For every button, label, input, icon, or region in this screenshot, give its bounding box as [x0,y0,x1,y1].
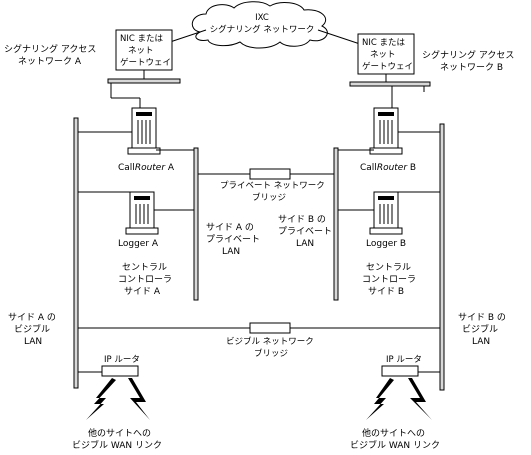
visible-lan-b-line3: LAN [472,337,490,347]
visible-bridge-box [249,322,291,334]
central-a-line3: サイド A [124,286,161,297]
wan-link-left-icon [86,378,150,420]
private-lan-a-line2: プライベート [206,234,260,245]
nic-right-line2: ネット [370,50,396,60]
nic-left-line1: NIC または [120,34,164,44]
private-lan-a-line1: サイド A の [206,222,254,233]
ip-router-right-label: IP ルータ [386,355,422,365]
cloud-line1: IXC [255,13,269,23]
private-lan-a-bar [193,147,199,301]
nic-right-line1: NIC または [362,38,406,48]
wan-link-right-icon [366,378,432,420]
nic-gateway-left: NIC または ネット ゲートウェイ [115,29,173,71]
private-lan-a-line3: LAN [222,247,240,257]
wan-left-line2: ビジブル WAN リンク [72,439,162,451]
wan-left-line1: 他のサイトへの [88,427,151,439]
private-lan-b-line2: プライベート [278,226,332,237]
signal-access-a-line1: シグナリング アクセス [4,43,96,55]
nic-gateway-right: NIC または ネット ゲートウェイ [357,33,415,75]
ip-router-left-label: IP ルータ [104,355,140,365]
nic-left-line2: ネット [128,46,154,56]
private-lan-b-line1: サイド B の [278,214,326,225]
visible-lan-a-line2: ビジブル [14,323,50,335]
logger-b-computer [369,191,403,235]
private-bridge-line2: ブリッジ [252,192,286,203]
logger-a-computer [125,191,159,235]
signal-access-b-line2: ネットワーク B [440,62,503,73]
signal-access-b-line1: シグナリング アクセス [422,49,514,61]
signal-access-a-line2: ネットワーク A [18,56,82,67]
visible-bridge-line2: ブリッジ [254,348,288,359]
visible-lan-a-bar [73,117,79,389]
private-bridge-line1: プライベート ネットワーク [220,181,325,191]
cloud-link-right [317,29,361,45]
callrouter-b-label: CallRouter B [360,163,416,173]
nic-right-line3: ゲートウェイ [362,61,413,72]
callrouter-b-computer [369,107,403,155]
ixc-cloud: IXC シグナリング ネットワーク [191,1,328,49]
logger-b-label: Logger B [366,239,406,249]
central-b-line1: セントラル [366,262,411,273]
private-bridge-box [249,168,291,180]
signal-access-bar-a [107,78,181,84]
visible-lan-a-line1: サイド A の [8,312,56,323]
nic-left-line3: ゲートウェイ [120,57,171,68]
central-a-line2: コントローラ [118,274,172,285]
visible-lan-a-line3: LAN [24,337,42,347]
logger-a-label: Logger A [118,239,159,249]
central-a-line1: セントラル [122,262,167,273]
visible-lan-b-line1: サイド B の [458,312,506,323]
ip-router-right-box [381,365,419,377]
ip-router-left-box [101,365,139,377]
visible-lan-b-bar [439,123,445,391]
private-lan-b-line3: LAN [296,239,314,249]
central-b-line2: コントローラ [362,274,416,285]
wan-right-line1: 他のサイトへの [362,427,425,439]
private-lan-b-bar [333,147,339,301]
visible-lan-b-line2: ビジブル [462,323,498,335]
callrouter-a-label: CallRouter A [118,163,175,173]
visible-bridge-line1: ビジブル ネットワーク [226,336,314,347]
cloud-line2: シグナリング ネットワーク [210,24,315,35]
wan-right-line2: ビジブル WAN リンク [350,439,440,451]
cloud-link-left [169,29,207,43]
signal-access-bar-b [349,81,431,87]
callrouter-a-computer [127,107,161,155]
central-b-line3: サイド B [368,286,404,297]
